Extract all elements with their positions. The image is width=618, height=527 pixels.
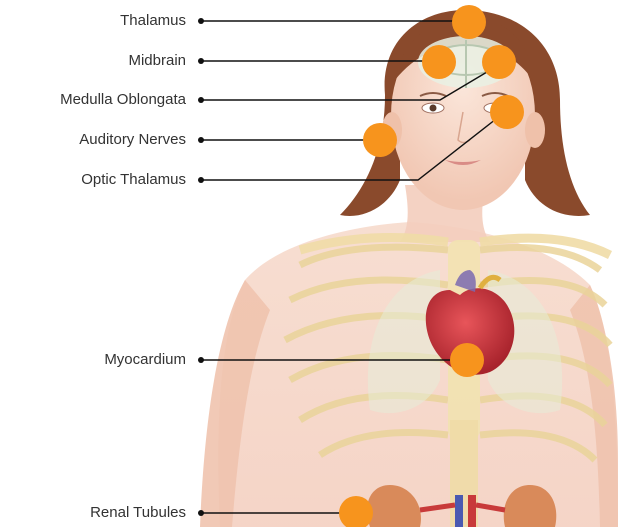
label-thalamus: Thalamus [120, 12, 186, 30]
label-myocardium: Myocardium [104, 351, 186, 369]
right-ear [525, 112, 545, 148]
label-renal-tubules: Renal Tubules [90, 504, 186, 522]
marker-myocardium[interactable] [450, 343, 484, 377]
marker-medulla-oblongata[interactable] [482, 45, 516, 79]
label-medulla-oblongata: Medulla Oblongata [60, 91, 186, 109]
label-auditory-nerves: Auditory Nerves [79, 131, 186, 149]
marker-thalamus[interactable] [452, 5, 486, 39]
marker-optic-thalamus[interactable] [490, 95, 524, 129]
marker-auditory-nerves[interactable] [363, 123, 397, 157]
label-midbrain: Midbrain [128, 52, 186, 70]
label-optic-thalamus: Optic Thalamus [81, 171, 186, 189]
marker-midbrain[interactable] [422, 45, 456, 79]
body-figure [200, 10, 618, 527]
